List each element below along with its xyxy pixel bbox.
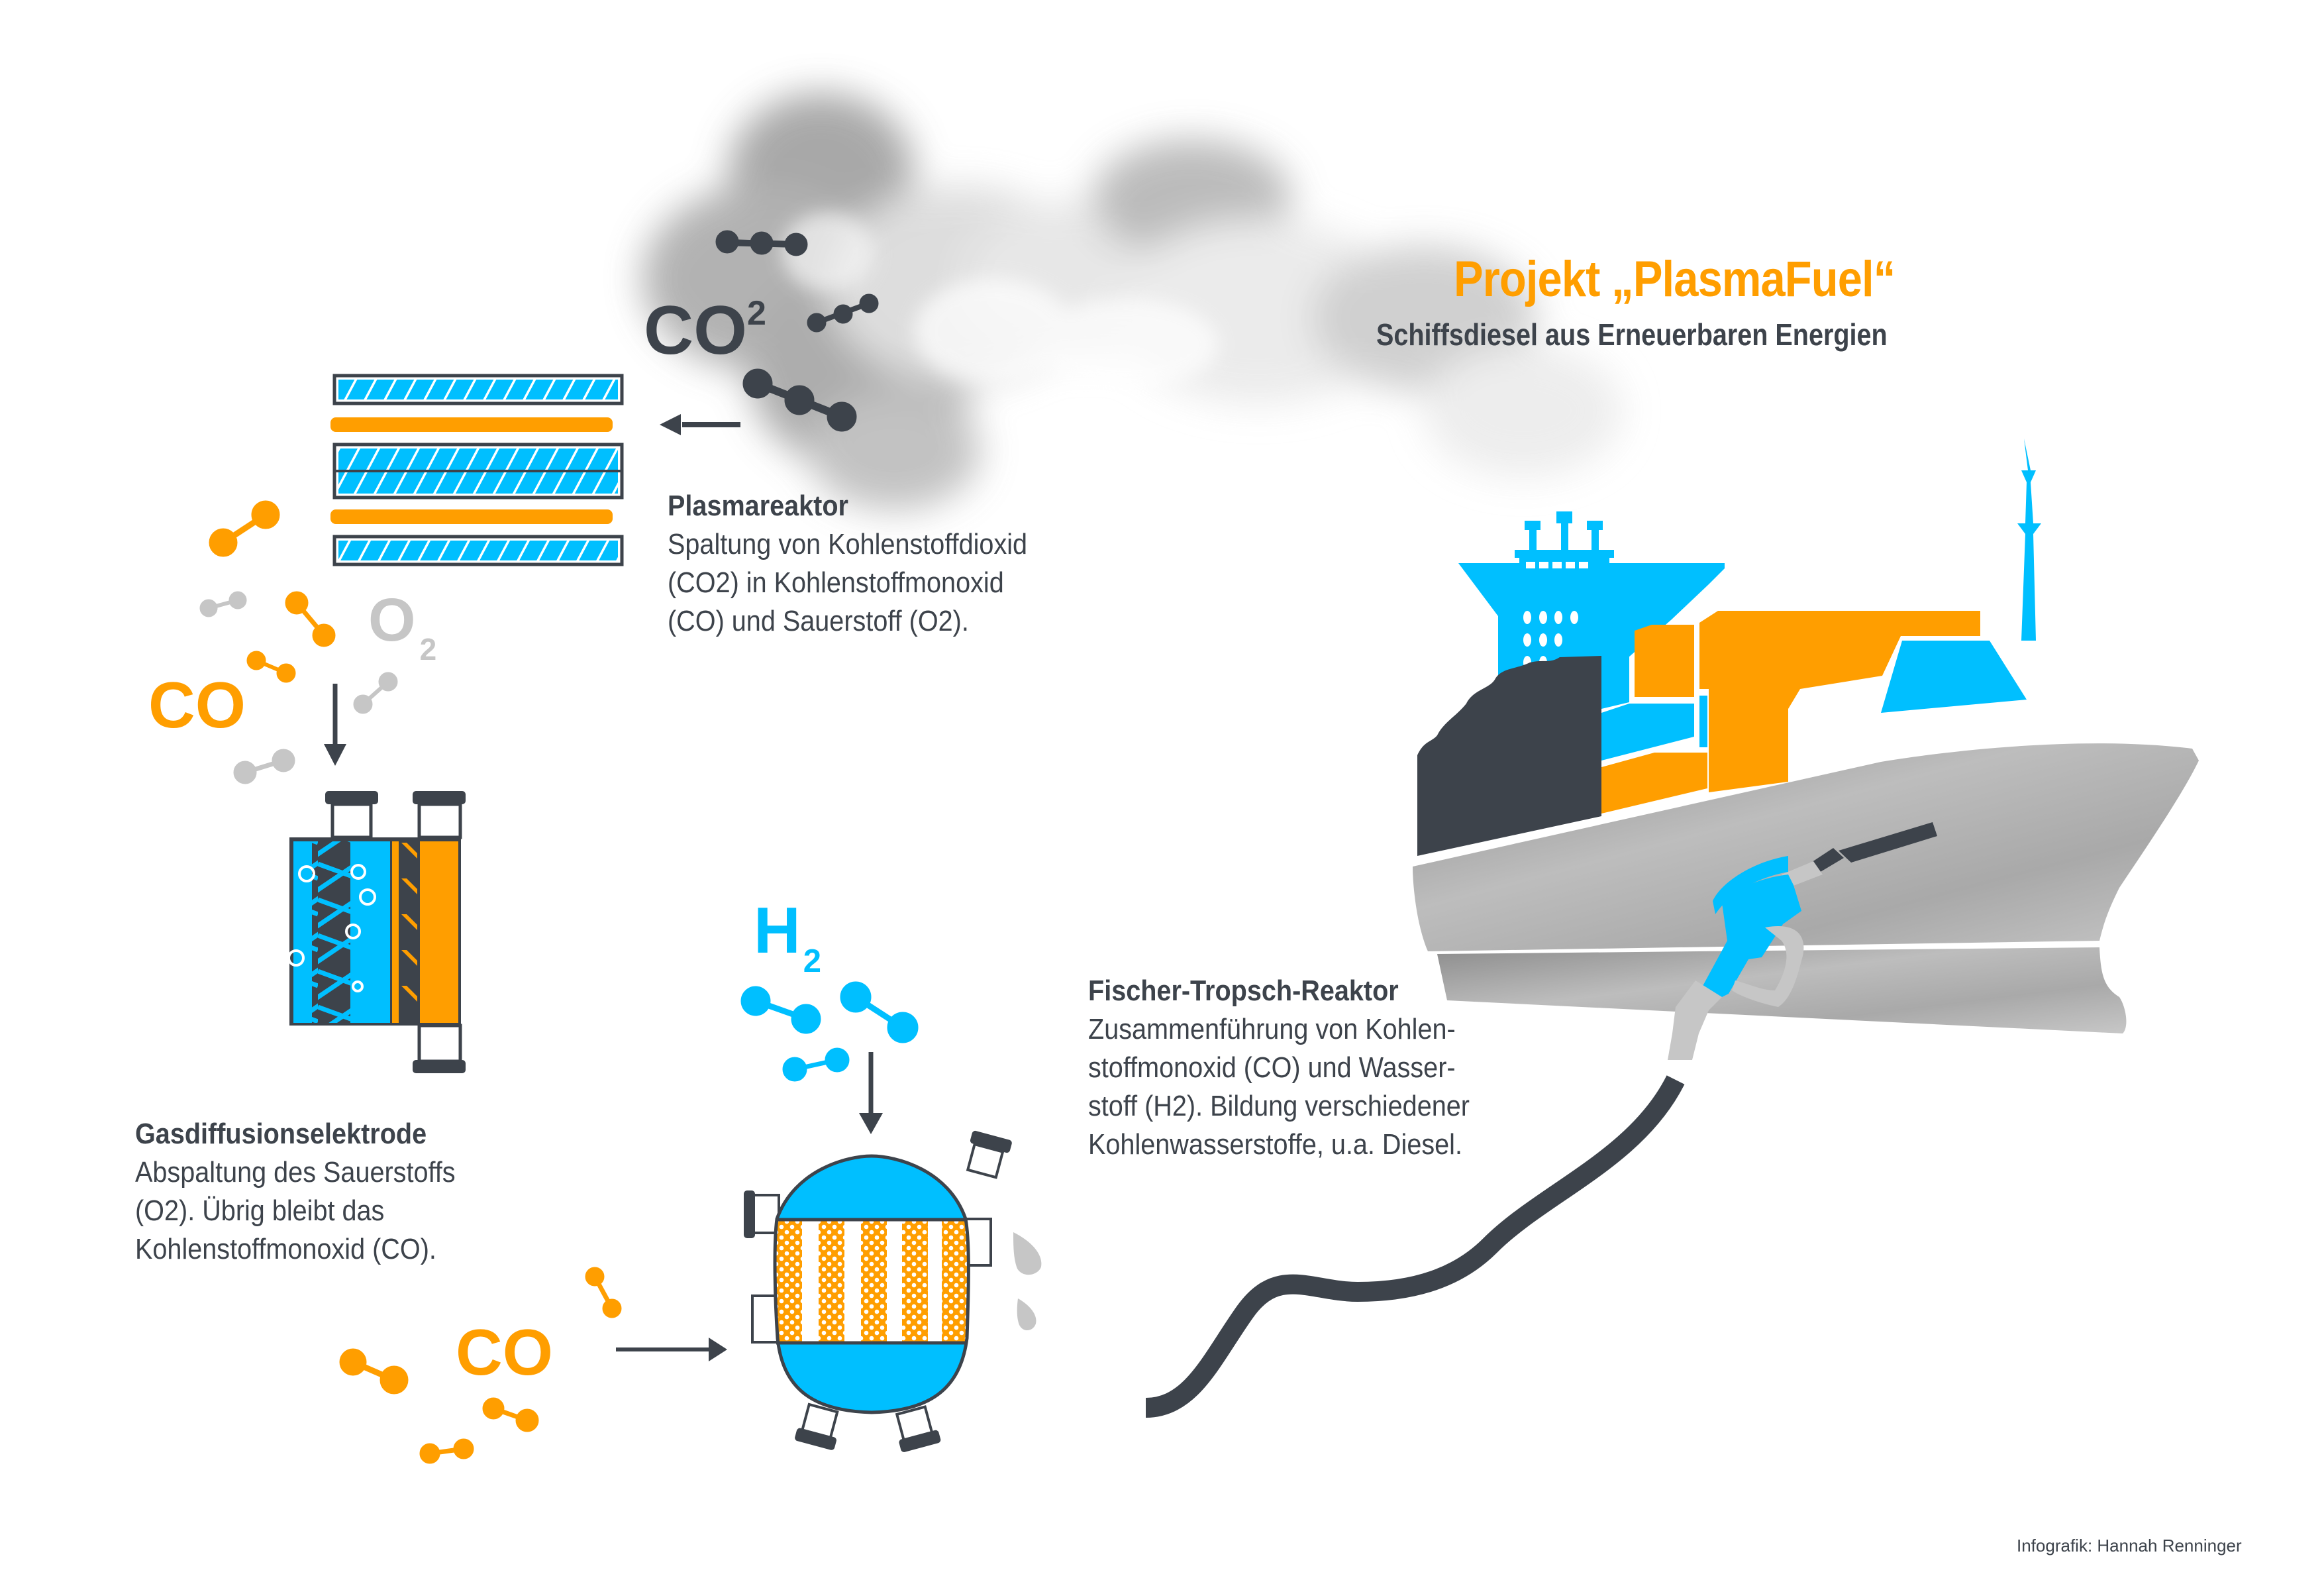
plasma-plate — [332, 535, 624, 566]
gde-heading: Gasdiffusionselektrode — [135, 1118, 427, 1150]
o2-molecule-icon — [233, 749, 295, 784]
co2-molecule-icon — [715, 230, 808, 256]
page-subtitle: Schiffsdiesel aus Erneuerbaren Energien — [1376, 317, 1888, 352]
o2-molecule-icon — [199, 591, 247, 617]
arrow-down-icon — [859, 1052, 883, 1134]
co-molecule-icon — [339, 1348, 409, 1395]
co-formula-top: CO — [148, 668, 246, 741]
credit-text: Infografik: Hannah Renninger — [2017, 1536, 2242, 1556]
h2-formula: H2 — [754, 894, 822, 979]
plasma-description: Plasmareaktor Spaltung von Kohlenstoffdi… — [668, 487, 1067, 641]
plasma-heading: Plasmareaktor — [668, 490, 848, 522]
ft-description: Fischer-Tropsch-Reaktor Zusammenführung … — [1088, 972, 1512, 1164]
o2-molecule-icon — [353, 672, 398, 714]
co-molecule-icon — [246, 651, 296, 683]
co-molecule-icon — [285, 591, 336, 647]
plasma-electrode — [330, 417, 613, 432]
co-molecule-icon — [419, 1438, 474, 1464]
ship-coal — [1417, 656, 1601, 856]
h2-molecule-icon — [740, 986, 821, 1034]
page-title: Projekt „PlasmaFuel“ — [1454, 251, 1895, 307]
plasma-electrode — [330, 509, 613, 524]
plasma-plate — [332, 374, 624, 405]
gde-description: Gasdiffusionselektrode Abspaltung des Sa… — [135, 1115, 491, 1269]
co-molecule-icon — [482, 1397, 539, 1432]
plasma-plate — [332, 443, 624, 500]
h2-molecule-icon — [782, 1047, 850, 1082]
arrow-right-icon — [616, 1338, 727, 1361]
ft-heading: Fischer-Tropsch-Reaktor — [1088, 975, 1399, 1007]
co-molecule-icon — [209, 500, 280, 557]
ship-containers — [1576, 439, 2041, 814]
co-formula-bottom: CO — [456, 1316, 553, 1389]
h2-molecule-icon — [840, 981, 919, 1043]
co2-molecule-icon — [807, 293, 879, 333]
co2-molecule-icon — [742, 368, 857, 432]
arrow-left-icon — [660, 414, 740, 435]
co-molecule-icon — [585, 1267, 622, 1318]
ship-hull — [1413, 743, 2199, 951]
arrow-down-icon — [324, 684, 346, 766]
co2-formula: CO2 — [644, 292, 766, 369]
